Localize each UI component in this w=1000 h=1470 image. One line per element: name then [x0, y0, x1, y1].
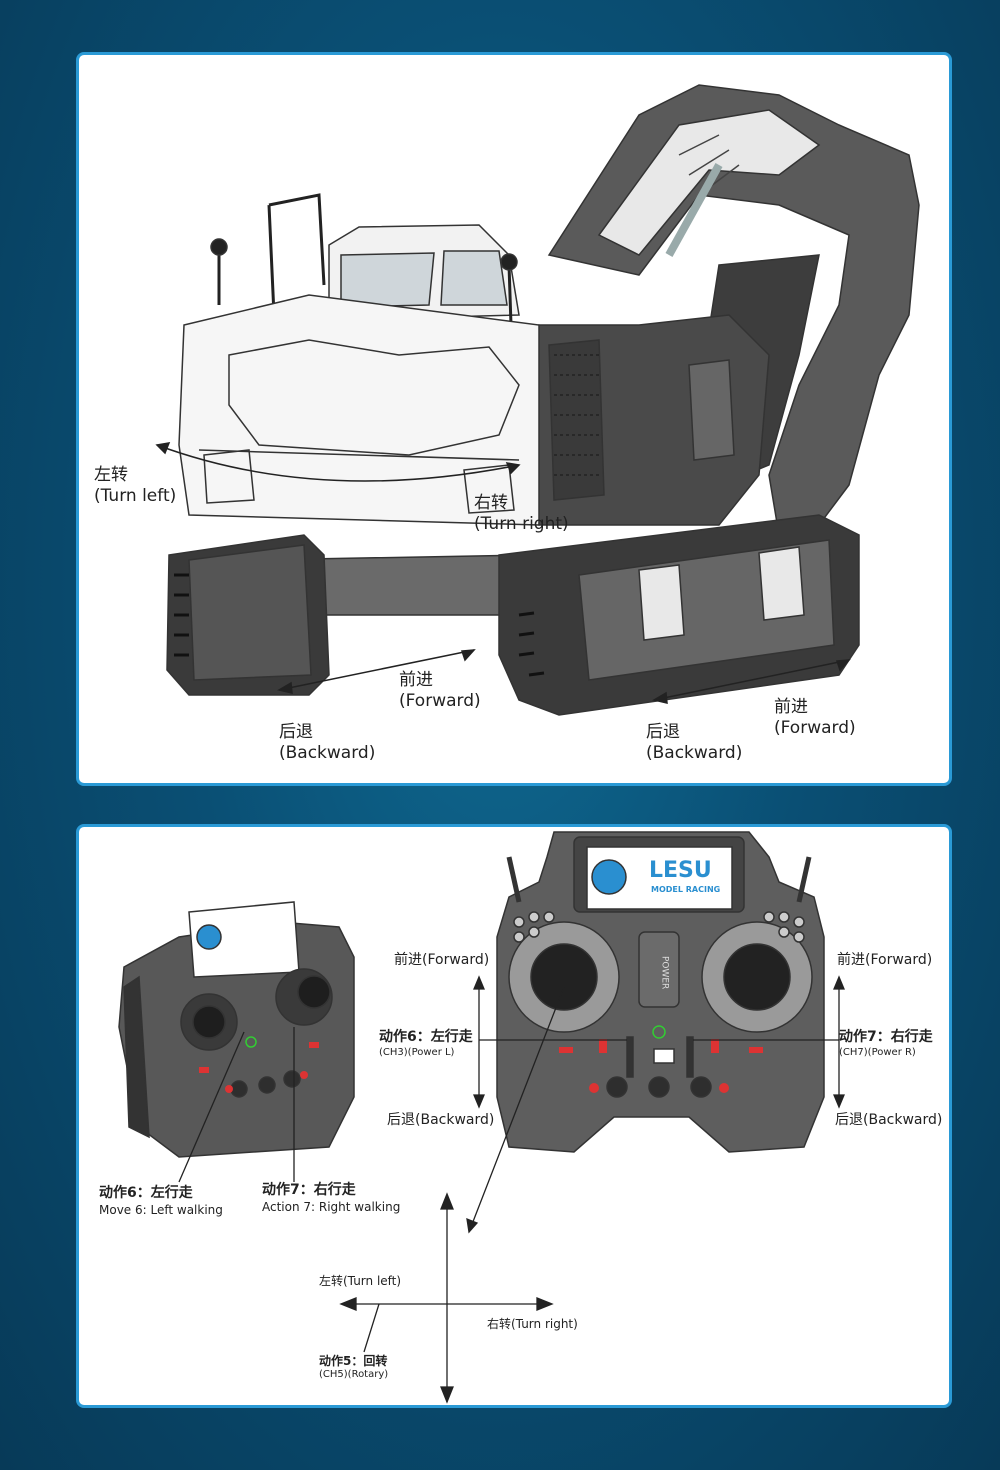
- forward-left-cn: 前进: [399, 670, 433, 690]
- act7-en: Action 7: Right walking: [262, 1199, 401, 1214]
- backward-right-label: 后退 (Backward): [646, 722, 742, 765]
- brand-logo: LESU: [649, 858, 712, 883]
- backward-left-cn: 后退: [279, 722, 313, 742]
- forward-right-label: 前进 (Forward): [774, 697, 856, 740]
- action7-cn: 动作7：右行走: [839, 1029, 933, 1045]
- backward-right-cn: 后退: [646, 722, 680, 742]
- action5-label: 动作5：回转 (CH5)(Rotary): [319, 1354, 388, 1382]
- remote-illustration: [118, 831, 845, 1404]
- action5-cn: 动作5：回转: [319, 1354, 388, 1368]
- action7-ch: (CH7)(Power R): [839, 1046, 916, 1058]
- turn-right-en: (Turn right): [474, 514, 569, 535]
- remote-panel: LESU MODEL RACING POWER 前进(Forward) 前进(F…: [76, 824, 952, 1408]
- backward-left-en: (Backward): [279, 743, 376, 764]
- turn-right-cn: 右转: [474, 493, 508, 513]
- power-label: POWER: [659, 955, 670, 990]
- turn-right-text: 右转(Turn right): [487, 1317, 578, 1331]
- act7-cn: 动作7：右行走: [262, 1182, 356, 1198]
- action7-label: 动作7：右行走 (CH7)(Power R): [839, 1029, 933, 1059]
- turn-left-label: 左转 (Turn left): [94, 465, 176, 508]
- backward-right-en: (Backward): [646, 743, 743, 764]
- action6-label: 动作6：左行走 (CH3)(Power L): [379, 1029, 473, 1059]
- backward-left-text: 后退(Backward): [387, 1112, 495, 1128]
- backward-left-label: 后退 (Backward): [279, 722, 375, 765]
- forward-right-en: (Forward): [774, 718, 856, 739]
- forward-right-text: 前进(Forward): [837, 952, 933, 968]
- turn-left-en: (Turn left): [94, 486, 177, 507]
- forward-left-label: 前进 (Forward): [399, 670, 481, 713]
- action6-ch: (CH3)(Power L): [379, 1046, 455, 1058]
- large-remote: [496, 831, 825, 1153]
- brand-sub: MODEL RACING: [651, 885, 721, 894]
- excavator-panel: 左转 (Turn left) 右转 (Turn right) 前进 (Forwa…: [76, 52, 952, 786]
- turn-left-text: 左转(Turn left): [319, 1274, 402, 1288]
- action6-cn: 动作6：左行走: [379, 1029, 473, 1045]
- turn-left-cn: 左转: [94, 465, 128, 485]
- backward-right-text: 后退(Backward): [835, 1112, 943, 1128]
- move6-cn: 动作6：左行走: [99, 1185, 193, 1201]
- move6-label: 动作6：左行走 Move 6: Left walking: [99, 1185, 223, 1218]
- forward-left-text: 前进(Forward): [394, 952, 490, 968]
- act7-label: 动作7：右行走 Action 7: Right walking: [262, 1182, 400, 1215]
- move6-en: Move 6: Left walking: [99, 1202, 223, 1217]
- forward-left-en: (Forward): [399, 691, 481, 712]
- action5-ch: (CH5)(Rotary): [319, 1369, 389, 1380]
- small-remote: [118, 901, 355, 1158]
- excavator-illustration: [155, 84, 920, 716]
- turn-right-label: 右转 (Turn right): [474, 493, 569, 536]
- forward-right-cn: 前进: [774, 697, 808, 717]
